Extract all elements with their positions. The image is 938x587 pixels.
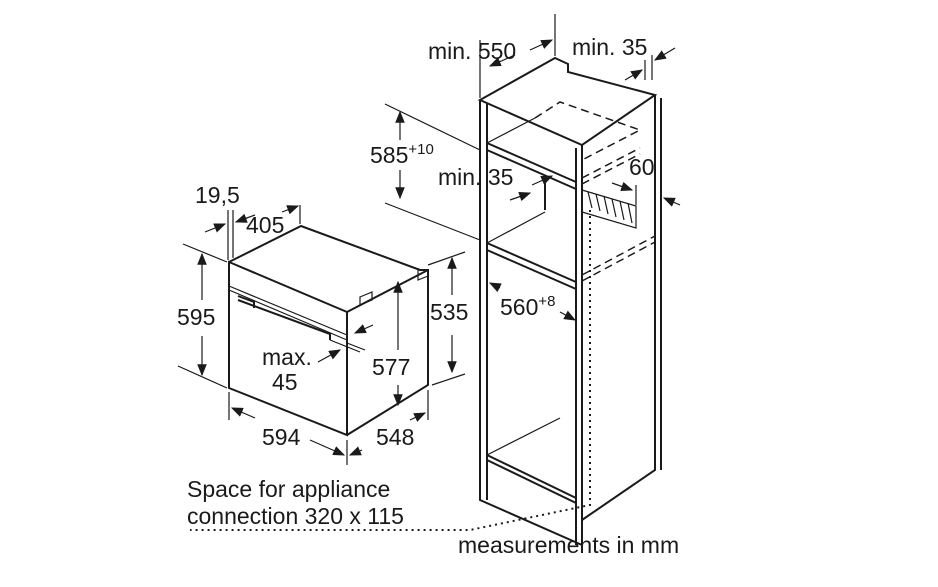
label-handle-value: 45 bbox=[272, 369, 298, 395]
label-cabinet-back-gap: min. 35 bbox=[572, 34, 647, 60]
label-handle-max: max. bbox=[262, 344, 312, 370]
label-units-note: measurements in mm bbox=[458, 532, 679, 558]
label-oven-width: 594 bbox=[262, 424, 301, 450]
label-inner-height: 577 bbox=[372, 354, 410, 380]
label-front-thickness: 19,5 bbox=[195, 182, 240, 208]
oven-drawing bbox=[228, 224, 429, 437]
label-niche-width: 560+8 bbox=[500, 293, 555, 320]
label-connection-line2: connection 320 x 115 bbox=[187, 503, 404, 529]
cabinet-drawing bbox=[190, 56, 662, 547]
label-top-depth: 405 bbox=[246, 212, 284, 238]
label-connection-line1: Space for appliance bbox=[187, 476, 390, 502]
label-cabinet-depth: min. 550 bbox=[428, 38, 516, 64]
label-vent-depth: 60 bbox=[629, 154, 655, 180]
label-body-height: 535 bbox=[430, 299, 468, 325]
label-shelf-gap: min. 35 bbox=[438, 164, 513, 190]
label-niche-height: 585+10 bbox=[370, 141, 434, 168]
label-oven-height: 595 bbox=[177, 304, 215, 330]
dimension-lines bbox=[177, 14, 681, 465]
label-oven-depth: 548 bbox=[376, 424, 414, 450]
